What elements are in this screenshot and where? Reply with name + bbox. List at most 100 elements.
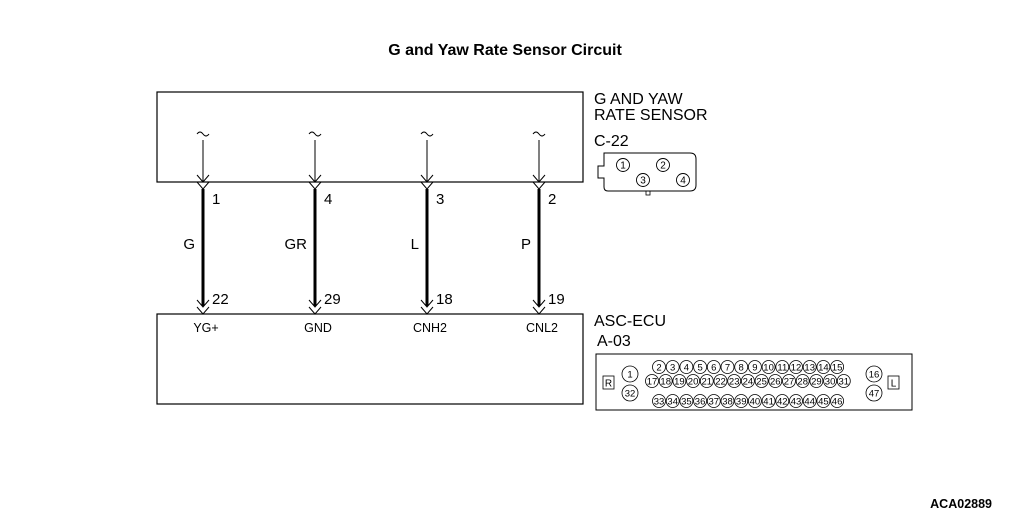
ecu-pin-circle <box>658 374 673 388</box>
ecu-pin-circle <box>621 365 639 383</box>
ecu-pin-label: 26 <box>770 377 781 388</box>
terminal-chevron <box>196 174 210 183</box>
terminal-chevron <box>420 181 434 190</box>
ecu-pin-circle <box>782 374 796 388</box>
ecu-pin-number: 22 <box>212 291 229 308</box>
ecu-pin-label: 39 <box>736 397 747 408</box>
ecu-pin-circle <box>645 374 659 388</box>
ecu-pin-circle <box>734 360 749 374</box>
ecu-pin-label: 21 <box>702 377 713 388</box>
wire-color-code: GR <box>285 236 308 253</box>
ecu-pin-circle <box>699 374 714 388</box>
ecu-pin-circle <box>836 374 851 388</box>
ecu-pin-circle <box>679 394 694 408</box>
sensor-pin-number: 2 <box>548 191 556 208</box>
ecu-pin-number: 29 <box>324 291 341 308</box>
ecu-pin-circle <box>652 360 666 374</box>
ecu-pin-circle <box>816 394 831 408</box>
sensor-pin-number: 3 <box>436 191 444 208</box>
ecu-pin-circle <box>775 360 790 374</box>
ecu-pin-label: 2 <box>656 363 661 374</box>
ecu-pin-circle <box>795 374 810 388</box>
ecu-pin-label: 32 <box>625 389 636 400</box>
ecu-pin-circle <box>665 360 680 374</box>
ecu-pin-circle <box>802 394 817 408</box>
sensor-pin-label-4: 4 <box>680 176 686 187</box>
ecu-signal-name: YG+ <box>193 321 218 335</box>
ecu-side-label-l: L <box>891 379 897 390</box>
ecu-pin-circle <box>809 374 824 388</box>
terminal-chevron <box>532 306 546 315</box>
terminal-chevron <box>420 174 434 183</box>
ecu-signal-name: GND <box>304 321 332 335</box>
ecu-pin-label: 20 <box>688 377 699 388</box>
ecu-pin-number: 18 <box>436 291 453 308</box>
ecu-pin-circle <box>679 360 694 374</box>
ecu-pin-circle <box>720 394 735 408</box>
ecu-pin-circle <box>748 394 762 408</box>
ecu-pin-circle <box>802 360 817 374</box>
wire-break-mark <box>308 131 322 137</box>
ecu-connector-label: A-03 <box>597 333 631 350</box>
wire-color-code: P <box>521 236 531 253</box>
ecu-pin-circle <box>652 394 666 408</box>
ecu-pin-label: 29 <box>811 377 822 388</box>
ecu-pin-label: 9 <box>752 363 757 374</box>
ecu-pin-label: 12 <box>791 363 802 374</box>
ecu-pin-label: 46 <box>832 397 843 408</box>
ecu-pin-circle <box>693 360 707 374</box>
wire-break-mark <box>196 131 210 137</box>
ecu-pin-circle <box>706 360 721 374</box>
ecu-pin-circle <box>789 394 803 408</box>
sensor-box <box>156 91 584 183</box>
ecu-pin-circle <box>768 374 783 388</box>
ecu-pin-label: 43 <box>791 397 802 408</box>
ecu-pin-circle <box>693 394 707 408</box>
terminal-chevron <box>308 299 322 308</box>
ecu-pin-label: 5 <box>697 363 702 374</box>
terminal-chevron <box>420 306 434 315</box>
wire-break-mark <box>420 131 434 137</box>
ecu-pin-label: 27 <box>784 377 795 388</box>
terminal-chevron <box>532 299 546 308</box>
ecu-pin-circle <box>754 374 769 388</box>
ecu-pin-label: 4 <box>684 363 689 374</box>
wire-color-code: G <box>183 236 195 253</box>
ecu-pin-circle <box>823 374 837 388</box>
ecu-pin-circle <box>706 394 721 408</box>
terminal-chevron <box>196 306 210 315</box>
ecu-pin-label: 28 <box>797 377 808 388</box>
ecu-pin-circle <box>748 360 762 374</box>
wire-color-code: L <box>411 236 419 253</box>
ecu-pin-label: 34 <box>667 397 678 408</box>
terminal-chevron <box>308 306 322 315</box>
ecu-pin-circle <box>865 365 883 383</box>
terminal-chevron <box>196 181 210 190</box>
terminal-chevron <box>308 174 322 183</box>
ecu-pin-circle <box>621 384 639 402</box>
ecu-pin-label: 13 <box>804 363 815 374</box>
ecu-pin-circle <box>761 394 776 408</box>
ecu-pin-label: 3 <box>670 363 675 374</box>
ecu-pin-circle <box>789 360 803 374</box>
ecu-pin-label: 7 <box>725 363 730 374</box>
ecu-pin-label: 30 <box>825 377 836 388</box>
terminal-chevron <box>532 174 546 183</box>
sensor-pin-number: 1 <box>212 191 220 208</box>
ecu-pin-label: 6 <box>711 363 716 374</box>
ecu-pin-label: 8 <box>739 363 744 374</box>
ecu-pin-circle <box>865 384 883 402</box>
ecu-pin-label: 19 <box>674 377 685 388</box>
ecu-pin-circle <box>741 374 755 388</box>
ecu-pin-label: 45 <box>818 397 829 408</box>
terminal-chevron <box>532 181 546 190</box>
sensor-pin-label-2: 2 <box>660 161 666 172</box>
terminal-chevron <box>308 181 322 190</box>
ecu-pin-label: 25 <box>756 377 767 388</box>
ecu-pin-circle <box>734 394 749 408</box>
ecu-pin-label: 18 <box>660 377 671 388</box>
ecu-pin-label: 23 <box>729 377 740 388</box>
